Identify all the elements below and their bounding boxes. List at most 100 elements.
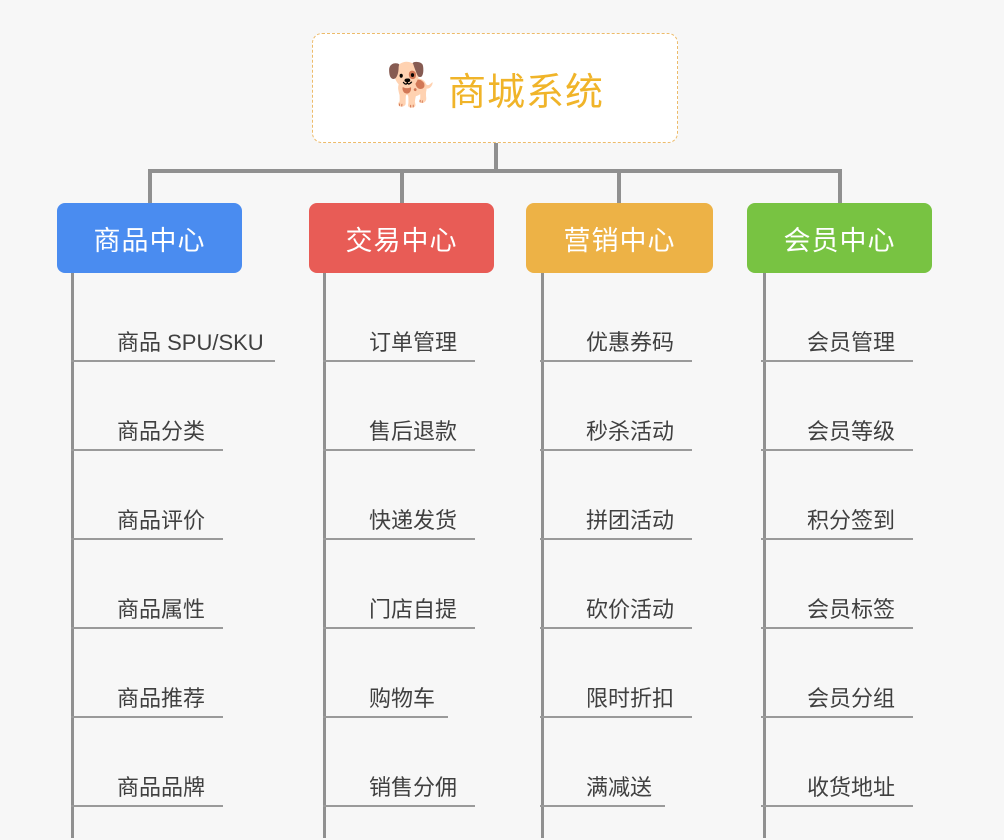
leaf-list-2: 订单管理 售后退款 快递发货 门店自提 购物车 销售分佣 (323, 273, 549, 807)
leaf-item[interactable]: 砍价活动 (540, 540, 766, 629)
category-title-4: 会员中心 (783, 225, 896, 256)
category-title-2: 交易中心 (345, 225, 458, 256)
leaf-underline (761, 627, 913, 629)
leaf-item[interactable]: 门店自提 (323, 540, 549, 629)
leaf-underline (71, 627, 223, 629)
column-spine-1 (71, 273, 74, 838)
leaf-underline (323, 360, 475, 362)
category-header-4[interactable]: 会员中心 (747, 203, 932, 273)
leaf-underline (323, 805, 475, 807)
shiba-dog-emoji: 🐕 (385, 61, 439, 108)
root-title: 商城系统 (447, 71, 604, 114)
leaf-underline (323, 538, 475, 540)
leaf-list-1: 商品 SPU/SKU 商品分类 商品评价 商品属性 商品推荐 商品品牌 (71, 273, 297, 807)
leaf-label: 商品评价 (117, 507, 206, 533)
leaf-label: 积分签到 (807, 507, 896, 533)
leaf-label: 商品分类 (117, 418, 206, 444)
leaf-underline (323, 449, 475, 451)
connector-drop-4 (838, 169, 842, 203)
leaf-label: 会员管理 (807, 329, 896, 355)
leaf-item[interactable]: 秒杀活动 (540, 362, 766, 451)
category-header-1[interactable]: 商品中心 (57, 203, 242, 273)
leaf-label: 拼团活动 (586, 507, 675, 533)
leaf-label: 门店自提 (369, 596, 458, 622)
leaf-item[interactable]: 会员分组 (761, 629, 987, 718)
leaf-underline (761, 449, 913, 451)
leaf-label: 会员等级 (807, 418, 896, 444)
leaf-label: 订单管理 (369, 329, 458, 355)
leaf-item[interactable]: 商品 SPU/SKU (71, 273, 297, 362)
leaf-item[interactable]: 满减送 (540, 718, 766, 807)
leaf-label: 会员分组 (807, 685, 896, 711)
leaf-item[interactable]: 售后退款 (323, 362, 549, 451)
branch-column-4: 会员中心 会员管理 会员等级 积分签到 会员标签 会员分组 (747, 203, 987, 838)
leaf-label: 商品品牌 (117, 774, 206, 800)
leaf-item[interactable]: 收货地址 (761, 718, 987, 807)
leaf-label: 砍价活动 (586, 596, 675, 622)
leaf-item[interactable]: 订单管理 (323, 273, 549, 362)
leaf-label: 售后退款 (369, 418, 458, 444)
branch-column-3: 营销中心 优惠券码 秒杀活动 拼团活动 砍价活动 限时折扣 (526, 203, 766, 838)
connector-drop-3 (617, 169, 621, 203)
leaf-item[interactable]: 限时折扣 (540, 629, 766, 718)
connector-horizontal-bus (148, 169, 842, 173)
leaf-underline (761, 805, 913, 807)
branch-column-2: 交易中心 订单管理 售后退款 快递发货 门店自提 购物车 (309, 203, 549, 838)
branch-column-1: 商品中心 商品 SPU/SKU 商品分类 商品评价 商品属性 商品推荐 (57, 203, 297, 838)
leaf-item[interactable]: 拼团活动 (540, 451, 766, 540)
leaf-item[interactable]: 会员等级 (761, 362, 987, 451)
leaf-underline (761, 716, 913, 718)
leaf-item[interactable]: 快递发货 (323, 451, 549, 540)
leaf-label: 销售分佣 (369, 774, 458, 800)
leaf-underline (540, 538, 692, 540)
leaf-item[interactable]: 购物车 (323, 629, 549, 718)
column-spine-3 (541, 273, 544, 838)
leaf-label: 满减送 (586, 774, 653, 800)
leaf-label: 商品推荐 (117, 685, 206, 711)
category-header-2[interactable]: 交易中心 (309, 203, 494, 273)
leaf-label: 优惠券码 (586, 329, 675, 355)
leaf-underline (71, 360, 275, 362)
leaf-label: 收货地址 (807, 774, 896, 800)
leaf-underline (71, 805, 223, 807)
root-node[interactable]: 🐕 商城系统 (312, 33, 678, 143)
leaf-item[interactable]: 销售分佣 (323, 718, 549, 807)
leaf-underline (540, 360, 692, 362)
leaf-underline (761, 360, 913, 362)
leaf-label: 限时折扣 (586, 685, 675, 711)
leaf-underline (540, 805, 665, 807)
leaf-underline (71, 716, 223, 718)
column-spine-4 (763, 273, 766, 838)
leaf-underline (323, 627, 475, 629)
leaf-item[interactable]: 商品属性 (71, 540, 297, 629)
leaf-underline (540, 716, 692, 718)
category-title-1: 商品中心 (93, 225, 206, 256)
leaf-item[interactable]: 优惠券码 (540, 273, 766, 362)
category-header-3[interactable]: 营销中心 (526, 203, 713, 273)
connector-root-stem (494, 143, 498, 171)
leaf-underline (71, 449, 223, 451)
leaf-underline (540, 627, 692, 629)
leaf-label: 商品属性 (117, 596, 206, 622)
leaf-label: 会员标签 (807, 596, 896, 622)
column-spine-2 (323, 273, 326, 838)
leaf-item[interactable]: 商品评价 (71, 451, 297, 540)
leaf-label: 快递发货 (369, 507, 458, 533)
leaf-item[interactable]: 会员标签 (761, 540, 987, 629)
leaf-list-4: 会员管理 会员等级 积分签到 会员标签 会员分组 收货地址 (761, 273, 987, 807)
leaf-underline (540, 449, 692, 451)
leaf-item[interactable]: 商品推荐 (71, 629, 297, 718)
connector-drop-2 (400, 169, 404, 203)
connector-drop-1 (148, 169, 152, 203)
leaf-label: 秒杀活动 (586, 418, 675, 444)
leaf-item[interactable]: 会员管理 (761, 273, 987, 362)
leaf-underline (761, 538, 913, 540)
leaf-item[interactable]: 商品分类 (71, 362, 297, 451)
category-title-3: 营销中心 (563, 225, 676, 256)
leaf-underline (323, 716, 448, 718)
leaf-label: 购物车 (369, 685, 436, 711)
leaf-label: 商品 SPU/SKU (117, 329, 264, 355)
leaf-item[interactable]: 商品品牌 (71, 718, 297, 807)
leaf-item[interactable]: 积分签到 (761, 451, 987, 540)
